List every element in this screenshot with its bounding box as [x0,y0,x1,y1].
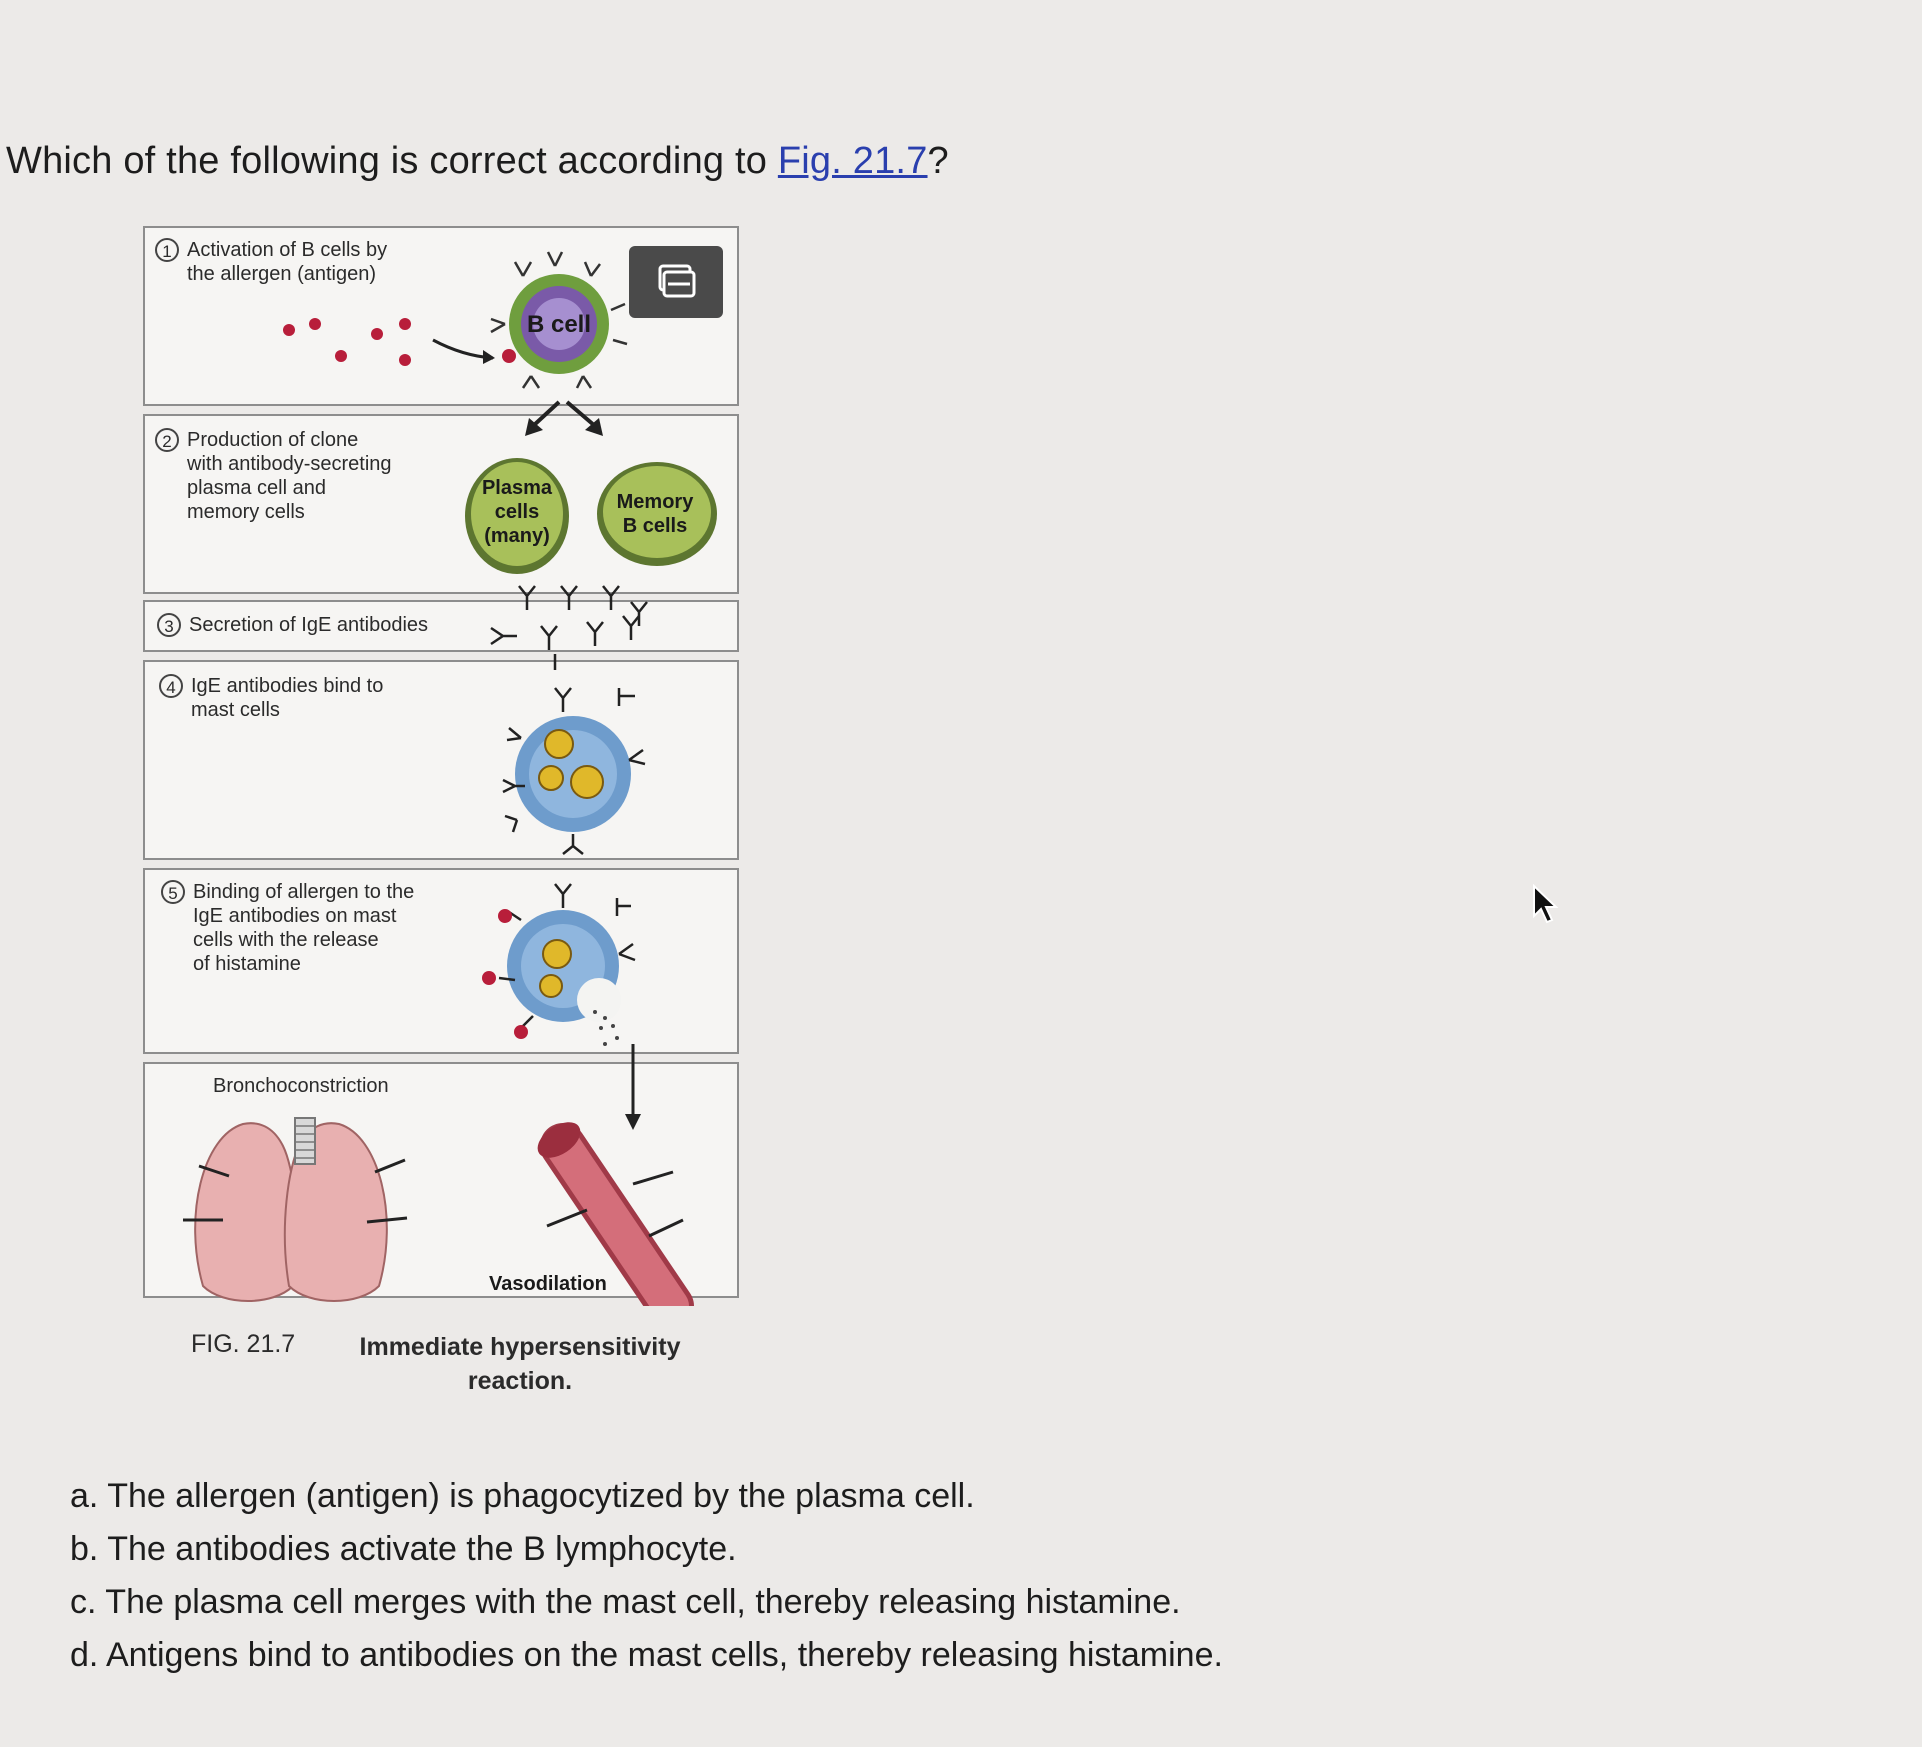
svg-text:Memory: Memory [617,491,695,513]
figure-caption-number: FIG. 21.7 [191,1330,296,1358]
vasodilation-label: Vasodilation [489,1273,607,1295]
mast-cell-graphic-2 [482,883,636,1046]
panel-step-4 [143,660,739,860]
b-cell-label: B cell [527,311,591,338]
clone-arrows [525,400,603,436]
option-a[interactable]: a. The allergen (antigen) is phagocytize… [70,1477,975,1515]
step-number: 4 [159,674,183,698]
ige-antibodies [490,585,648,670]
expand-image-icon [658,264,696,298]
step-number: 5 [161,880,185,904]
option-c[interactable]: c. The plasma cell merges with the mast … [70,1583,1181,1621]
question-prefix: Which of the following is correct accord… [6,140,778,182]
question-text: Which of the following is correct accord… [6,140,949,183]
bronchoconstriction-label: Bronchoconstriction [213,1075,389,1097]
figure-illustration: B cell Plasma cells (many) [183,251,717,1306]
question-suffix: ? [927,140,949,182]
blood-vessel-graphic: Vasodilation [489,1122,694,1306]
svg-text:Plasma: Plasma [482,477,553,499]
step-number: 1 [155,238,179,262]
mouse-pointer-icon [1533,884,1559,924]
answer-options: a. The allergen (antigen) is phagocytize… [70,1470,1223,1682]
step-number: 2 [155,428,179,452]
svg-text:(many): (many) [484,525,550,547]
plasma-cell-graphic: Plasma cells (many) [465,458,569,574]
figure-link[interactable]: Fig. 21.7 [777,140,928,182]
option-b[interactable]: b. The antibodies activate the B lymphoc… [70,1530,737,1568]
svg-text:B cells: B cells [623,515,687,537]
memory-b-cell-graphic: Memory B cells [597,462,717,566]
mast-cell-graphic-1 [502,687,646,855]
allergen-particles [283,318,411,366]
figure-caption-text: Immediate hypersensitivity reaction. [359,1333,681,1395]
lungs-graphic [183,1117,408,1302]
option-d[interactable]: d. Antigens bind to antibodies on the ma… [70,1636,1223,1674]
b-cell-graphic: B cell [490,251,628,389]
panel-step-5 [143,868,739,1054]
svg-text:cells: cells [495,501,539,523]
expand-image-button[interactable] [629,246,723,318]
step-number: 3 [157,613,181,637]
